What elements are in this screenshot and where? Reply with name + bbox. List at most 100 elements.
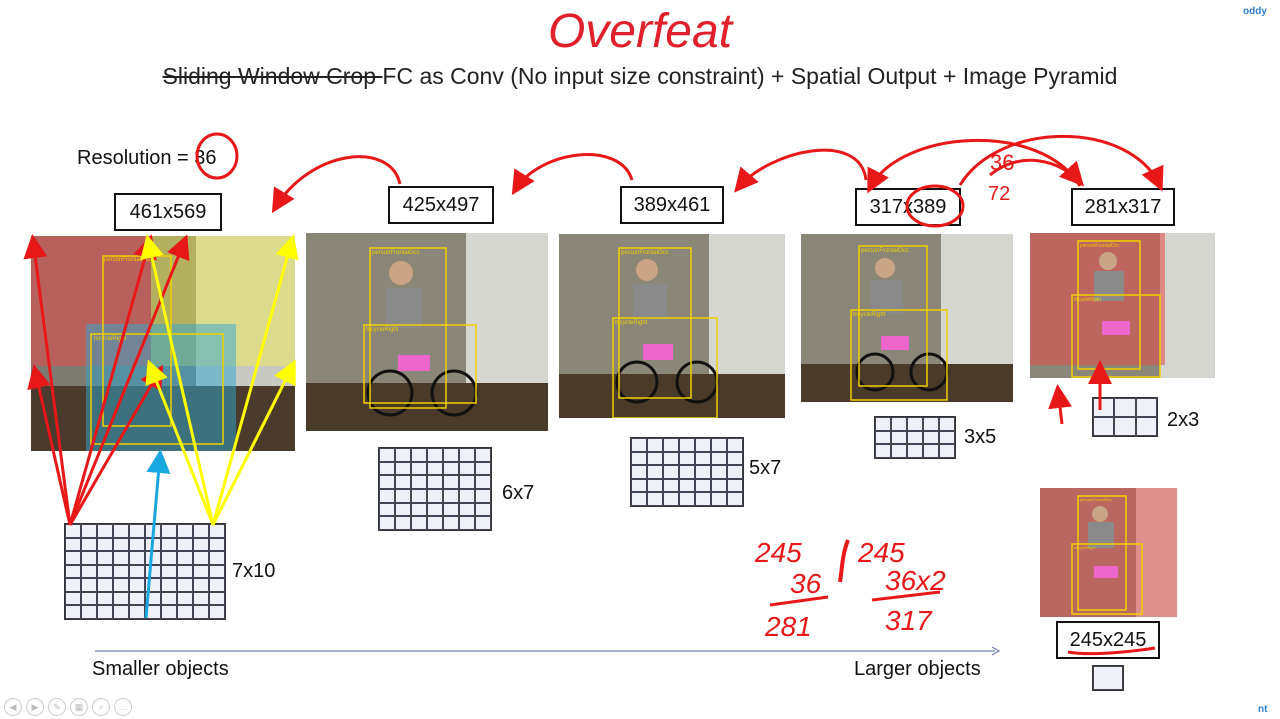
person-box-label-5: personFrontalOcc bbox=[1080, 243, 1120, 249]
scale-arrow-6 bbox=[989, 158, 1085, 187]
grid-cell bbox=[679, 478, 695, 493]
grid-cell bbox=[459, 475, 475, 489]
grid-cell bbox=[379, 461, 395, 476]
grid-cell bbox=[193, 524, 209, 538]
grid-cell bbox=[1093, 417, 1115, 436]
grid-cell bbox=[923, 417, 939, 431]
bicycle-box-label-2: bicycleRight bbox=[366, 327, 399, 333]
scale-arrow-5 bbox=[958, 135, 1164, 192]
grid-cell bbox=[395, 489, 411, 503]
output-grid-2x3 bbox=[1092, 397, 1158, 437]
grid-size-label-2: 6x7 bbox=[502, 482, 535, 504]
grid-cell bbox=[177, 605, 193, 619]
grid-cell bbox=[81, 605, 97, 619]
grid-cell bbox=[65, 578, 81, 592]
person-box-label-1: personFrontalOcc bbox=[104, 257, 152, 263]
axis-arrowhead bbox=[991, 646, 1001, 656]
resolution-label-text: Resolution = bbox=[77, 147, 195, 169]
grid-cell bbox=[1135, 417, 1157, 436]
scaled-image-6: personFrontalOcc bicycleRight bbox=[1040, 488, 1177, 617]
grid-cell bbox=[727, 438, 743, 452]
grid-cell bbox=[1114, 417, 1136, 436]
grid-cell bbox=[663, 465, 679, 479]
grid-cell bbox=[161, 551, 177, 565]
zoom-icon[interactable]: ⌕ bbox=[92, 698, 110, 716]
calc-right-divider bbox=[871, 590, 941, 602]
output-grid-7x10 bbox=[64, 523, 226, 620]
corner-label-top: oddy bbox=[1243, 6, 1267, 17]
grid-cell bbox=[379, 516, 395, 530]
prev-slide-icon[interactable]: ◀ bbox=[4, 698, 22, 716]
grid-cell bbox=[113, 537, 129, 552]
grid-cell bbox=[695, 492, 711, 506]
grid-cell bbox=[395, 475, 411, 489]
calc-left-result: 281 bbox=[764, 611, 812, 642]
grid-cell bbox=[145, 564, 161, 579]
grid-cell bbox=[177, 551, 193, 565]
more-options-icon[interactable]: … bbox=[114, 698, 132, 716]
grid-cell bbox=[647, 465, 663, 479]
calc-right-middle: 36x2 bbox=[885, 565, 946, 596]
grid-cell bbox=[711, 478, 727, 493]
grid-cell bbox=[727, 492, 743, 506]
grid-cell bbox=[161, 564, 177, 579]
grid-cell bbox=[427, 448, 443, 462]
grid-cell bbox=[939, 417, 955, 431]
pen-icon[interactable]: ✎ bbox=[48, 698, 66, 716]
grid-cell bbox=[65, 537, 81, 552]
scale-size-box-2: 425x497 bbox=[388, 186, 494, 224]
grid-cell bbox=[679, 492, 695, 506]
grid-cell bbox=[1135, 398, 1157, 417]
grid-cell bbox=[379, 489, 395, 503]
next-slide-icon[interactable]: ▶ bbox=[26, 698, 44, 716]
grid-cell bbox=[161, 591, 177, 606]
grid-cell bbox=[459, 489, 475, 503]
bicycle-box-label-3: bicycleRight bbox=[615, 320, 648, 326]
grid-cell bbox=[193, 551, 209, 565]
resolution-value: 36 bbox=[194, 147, 217, 169]
handwritten-36: 36 bbox=[990, 150, 1014, 175]
grid-cell bbox=[443, 502, 459, 517]
scaled-image-3: personFrontalOcc bicycleRight bbox=[559, 234, 785, 418]
axis-label-right: Larger objects bbox=[854, 658, 981, 680]
grid-cell bbox=[1114, 398, 1136, 417]
person-box-label-2: personFrontalOcc bbox=[372, 250, 420, 256]
grid-cell bbox=[443, 475, 459, 489]
grid-cell bbox=[427, 489, 443, 503]
grid-cell bbox=[97, 551, 113, 565]
grid-cell bbox=[209, 605, 225, 619]
grid-cell bbox=[427, 461, 443, 476]
grid-cell bbox=[81, 524, 97, 538]
grid-cell bbox=[711, 451, 727, 466]
grid-cell bbox=[411, 461, 427, 476]
grid-cell bbox=[891, 417, 907, 431]
grid-cell bbox=[379, 475, 395, 489]
slides-icon[interactable]: ▦ bbox=[70, 698, 88, 716]
grid-cell bbox=[891, 444, 907, 458]
person-box-label-6: personFrontalOcc bbox=[1080, 497, 1112, 502]
output-grid-6x7 bbox=[378, 447, 492, 531]
scale-size-box-6: 245x245 bbox=[1056, 621, 1160, 659]
grid-cell bbox=[81, 578, 97, 592]
grid-cell bbox=[663, 492, 679, 506]
grid-cell bbox=[875, 430, 891, 445]
grid-cell bbox=[475, 475, 491, 489]
grid-cell bbox=[727, 451, 743, 466]
scale-arrow-4 bbox=[867, 138, 1082, 194]
grid-cell bbox=[631, 478, 647, 493]
grid-cell bbox=[631, 465, 647, 479]
grid-cell bbox=[647, 492, 663, 506]
bicycle-box-label-4: bicycleRight bbox=[853, 312, 886, 318]
grid-cell bbox=[129, 591, 145, 606]
slide-title: Overfeat bbox=[547, 5, 733, 58]
grid-cell bbox=[695, 478, 711, 493]
grid-cell bbox=[443, 489, 459, 503]
grid-cell bbox=[209, 551, 225, 565]
grid-cell bbox=[727, 465, 743, 479]
grid-cell bbox=[161, 578, 177, 592]
grid-cell bbox=[679, 451, 695, 466]
grid-cell bbox=[679, 438, 695, 452]
grid-cell bbox=[875, 417, 891, 431]
scale-arrow-1 bbox=[271, 155, 402, 214]
grid-cell bbox=[177, 537, 193, 552]
